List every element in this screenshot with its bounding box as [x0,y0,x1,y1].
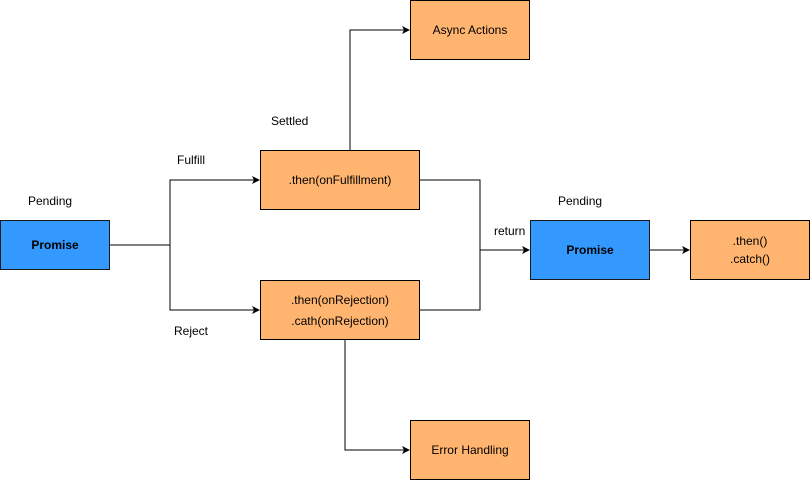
cath-rejection-line2: .cath(onRejection) [291,313,389,328]
async-connector [349,26,410,150]
async-actions-node: Async Actions [410,0,530,60]
error-handling-node: Error Handling [410,420,530,480]
promise-start-text: Promise [31,238,79,252]
then-rejection-line1: .then(onRejection) [290,292,390,307]
fulfill-label: Fulfill [177,153,206,167]
fulfillment-merge-line [420,179,481,250]
error-handling-text: Error Handling [431,443,509,457]
promise-end-text: Promise [566,243,614,257]
return-label: return [494,224,526,238]
promise-end-node: Promise [530,220,650,280]
reject-connector [169,245,260,314]
error-connector [344,340,410,454]
pending-left-label: Pending [28,194,73,208]
then-call-text: .then() [732,234,768,248]
pending-right-label: Pending [558,194,603,208]
then-catch-node: .then() .catch() [690,220,810,280]
catch-call-text: .catch() [729,252,770,266]
async-actions-text: Async Actions [432,23,508,37]
promise-start-node: Promise [0,220,110,270]
then-fulfillment-text: .then(onFulfillment) [288,173,392,187]
reject-label: Reject [174,324,209,338]
then-fulfillment-node: .then(onFulfillment) [260,150,420,210]
rejection-merge-line [420,250,481,311]
fulfill-connector [110,176,260,246]
settled-label: Settled [271,114,309,128]
then-rejection-node: .then(onRejection) .cath(onRejection) [260,280,420,340]
